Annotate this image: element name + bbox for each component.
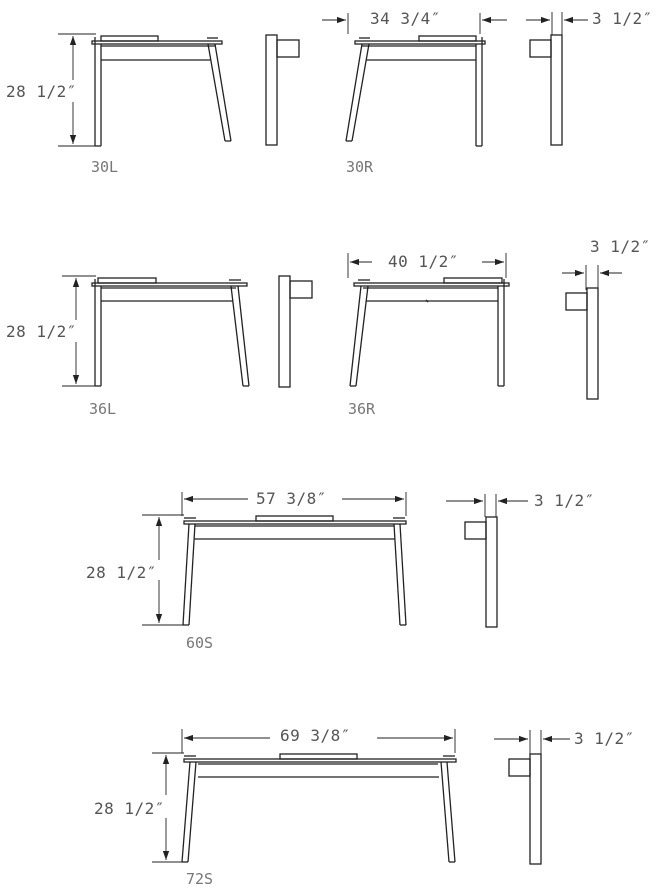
height-dimension-60s: 28 1/2″ [86,514,184,626]
leg-side-30r [529,34,563,146]
leg-front-72s [181,753,457,863]
height-dimension-36l: 28 1/2″ [6,275,96,387]
width-label: 69 3/8″ [280,726,351,745]
width-dimension-72s: 69 3/8″ [181,726,456,753]
model-label-36r: 36R [348,400,376,418]
width-dimension-30r: 34 3/4″ [322,9,507,34]
model-label-72s: 72S [186,870,213,888]
leg-front-30r [345,35,486,147]
model-label-30r: 30R [346,158,374,176]
depth-label: 3 1/2″ [590,237,651,256]
height-dimension-72s: 28 1/2″ [94,752,184,863]
leg-side-60s [464,516,498,628]
row-72: 28 1/2″ 69 3/8″ 72S [94,726,635,888]
depth-label: 3 1/2″ [592,9,653,28]
width-label: 40 1/2″ [388,252,459,271]
model-label-30l: 30L [91,158,118,176]
leg-front-36l [91,277,250,387]
depth-label: 3 1/2″ [574,729,635,748]
leg-front-60s [182,515,407,626]
leg-side-36l [278,275,313,388]
height-label: 28 1/2″ [6,322,77,341]
model-label-60s: 60S [186,634,213,652]
height-label: 28 1/2″ [94,799,165,818]
leg-front-36r [349,277,510,387]
row-36: 28 1/2″ 36L 40 1/2″ [6,237,651,418]
leg-side-36r [565,287,599,400]
row-60: 28 1/2″ 57 3/8″ 60S [86,489,595,652]
width-dimension-36r: 40 1/2″ [347,252,507,278]
leg-side-72s [508,753,542,865]
depth-label: 3 1/2″ [534,491,595,510]
depth-dimension-60: 3 1/2″ [446,491,595,517]
leg-front-30l [91,35,232,147]
width-dimension-60s: 57 3/8″ [181,489,407,516]
model-label-36l: 36L [89,400,116,418]
height-label: 28 1/2″ [6,82,77,101]
height-label: 28 1/2″ [86,563,157,582]
width-label: 34 3/4″ [370,9,441,28]
depth-dimension-30: 3 1/2″ [526,9,653,35]
row-30: 28 1/2″ 30L 34 3/4″ [6,9,653,176]
height-dimension-30l: 28 1/2″ [6,33,96,147]
width-label: 57 3/8″ [256,489,327,508]
depth-dimension-72: 3 1/2″ [494,729,635,754]
depth-dimension-36: 3 1/2″ [562,237,651,290]
leg-side-30l [265,34,300,146]
